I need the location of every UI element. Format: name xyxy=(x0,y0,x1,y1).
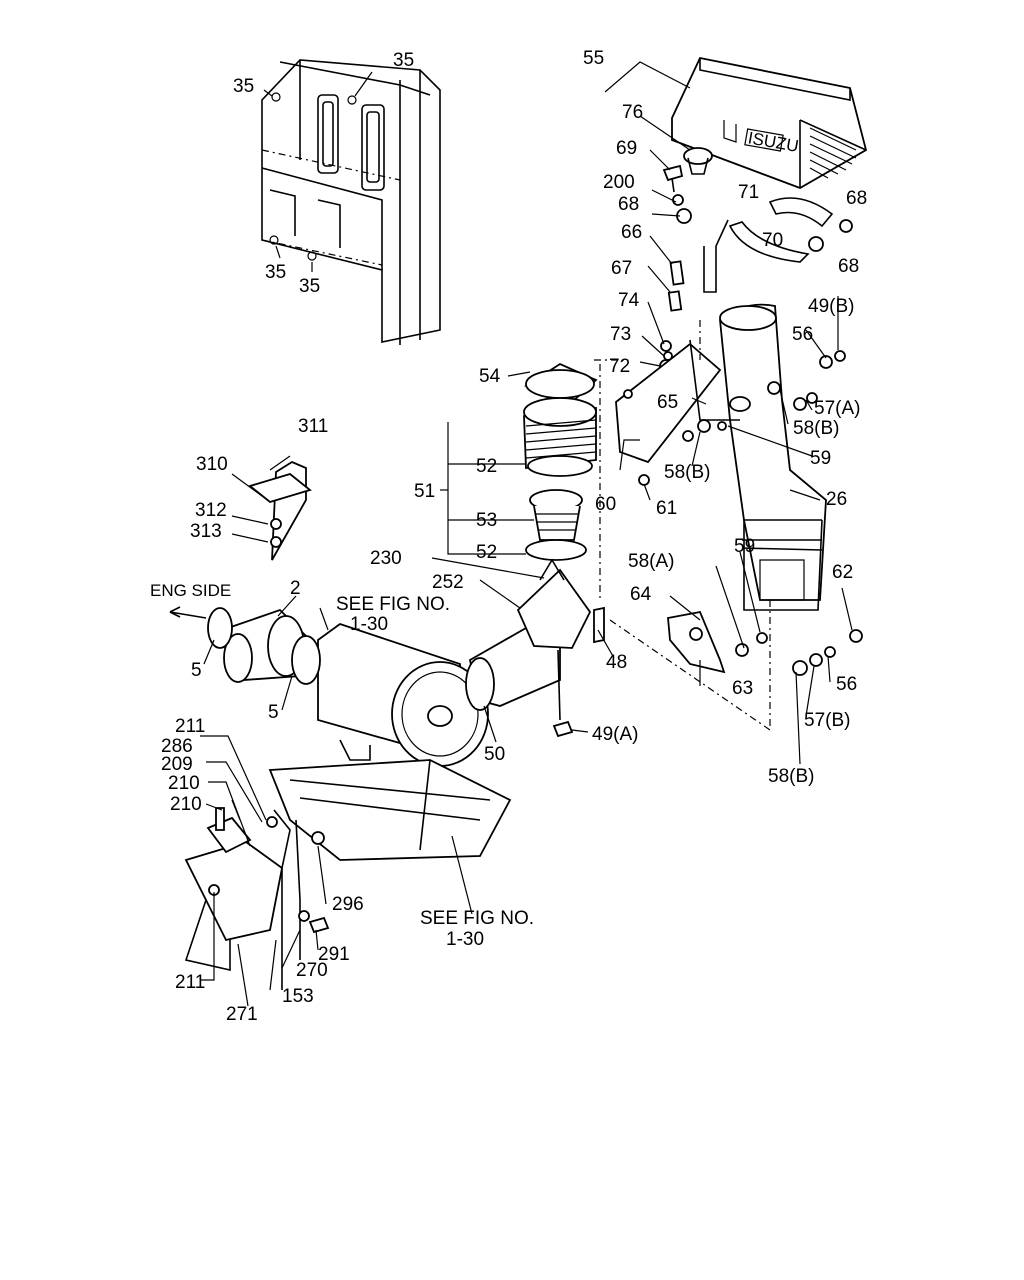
label-311: 311 xyxy=(298,416,328,437)
label-271: 271 xyxy=(226,1004,258,1025)
label-211: 211 xyxy=(175,716,205,737)
intake-stack-pipe xyxy=(719,303,827,611)
label-60: 60 xyxy=(595,494,616,515)
inlet-hose xyxy=(169,606,321,685)
label-211: 211 xyxy=(175,972,205,993)
label-200: 200 xyxy=(603,172,635,193)
label-35: 35 xyxy=(393,50,414,71)
label-48: 48 xyxy=(606,652,627,673)
label-56: 56 xyxy=(792,324,813,345)
label-35: 35 xyxy=(233,76,254,97)
lower-bracket xyxy=(667,610,726,674)
label-68: 68 xyxy=(618,194,639,215)
label-71: 71 xyxy=(738,182,759,203)
filter-element-assembly xyxy=(523,362,598,561)
label-59: 59 xyxy=(734,536,755,557)
label-58a: 58(A) xyxy=(628,551,674,572)
label-291: 291 xyxy=(318,944,350,965)
label-296: 296 xyxy=(332,894,364,915)
label-270: 270 xyxy=(296,960,328,981)
label-63: 63 xyxy=(732,678,753,699)
label-57b: 57(B) xyxy=(804,710,850,731)
label-52: 52 xyxy=(476,542,497,563)
see-fig-label: SEE FIG NO. xyxy=(420,908,534,929)
label-49b: 49(B) xyxy=(808,296,854,317)
label-56: 56 xyxy=(836,674,857,695)
pre-cleaner-cap: ISUZU xyxy=(671,56,868,189)
label-67: 67 xyxy=(611,258,632,279)
label-286: 286 xyxy=(161,736,193,757)
label-73: 73 xyxy=(610,324,631,345)
label-66: 66 xyxy=(621,222,642,243)
label-310: 310 xyxy=(196,454,228,475)
part-labels: 35 35 35 35 55 76 69 200 68 71 68 70 68 … xyxy=(150,48,867,1025)
air-cleaner-body xyxy=(317,558,592,767)
label-68: 68 xyxy=(838,256,859,277)
label-313: 313 xyxy=(190,521,222,542)
label-72: 72 xyxy=(609,356,630,377)
label-35: 35 xyxy=(299,276,320,297)
label-5: 5 xyxy=(268,702,279,723)
label-2: 2 xyxy=(290,578,301,599)
see-fig-number: 1-30 xyxy=(446,929,484,950)
label-59: 59 xyxy=(810,448,831,469)
label-210: 210 xyxy=(170,794,202,815)
label-74: 74 xyxy=(618,290,640,311)
label-50: 50 xyxy=(484,744,505,765)
label-49a: 49(A) xyxy=(592,724,638,745)
label-51: 51 xyxy=(414,481,435,502)
stack-mount-hardware xyxy=(735,350,863,676)
label-57a: 57(A) xyxy=(814,398,860,419)
label-64: 64 xyxy=(630,584,652,605)
eng-side-label: ENG SIDE xyxy=(150,581,231,600)
label-5: 5 xyxy=(191,660,202,681)
label-61: 61 xyxy=(656,498,677,519)
label-210: 210 xyxy=(168,773,200,794)
cab-drawing xyxy=(261,59,441,345)
reference-lines xyxy=(594,320,771,731)
duct-clamps xyxy=(662,164,853,293)
label-55: 55 xyxy=(583,48,604,69)
label-58b: 58(B) xyxy=(793,418,839,439)
label-26: 26 xyxy=(826,489,847,510)
label-62: 62 xyxy=(832,562,853,583)
label-35: 35 xyxy=(265,262,286,283)
label-65: 65 xyxy=(657,392,678,413)
mount-bolts xyxy=(552,606,605,738)
label-70: 70 xyxy=(762,230,783,251)
label-312: 312 xyxy=(195,500,227,521)
label-69: 69 xyxy=(616,138,637,159)
see-fig-label: SEE FIG NO. xyxy=(336,594,450,615)
label-252: 252 xyxy=(432,572,464,593)
label-58b: 58(B) xyxy=(768,766,814,787)
see-fig-number: 1-30 xyxy=(350,614,388,635)
label-68: 68 xyxy=(846,188,867,209)
label-230: 230 xyxy=(370,548,402,569)
cleaner-mount-base xyxy=(184,460,512,990)
support-bracket xyxy=(615,339,751,486)
label-209: 209 xyxy=(161,754,193,775)
label-54: 54 xyxy=(479,366,501,387)
label-53: 53 xyxy=(476,510,497,531)
label-52: 52 xyxy=(476,456,497,477)
label-76: 76 xyxy=(622,102,643,123)
leader-lines xyxy=(200,61,853,1007)
label-153: 153 xyxy=(282,986,314,1007)
label-58b: 58(B) xyxy=(664,462,710,483)
